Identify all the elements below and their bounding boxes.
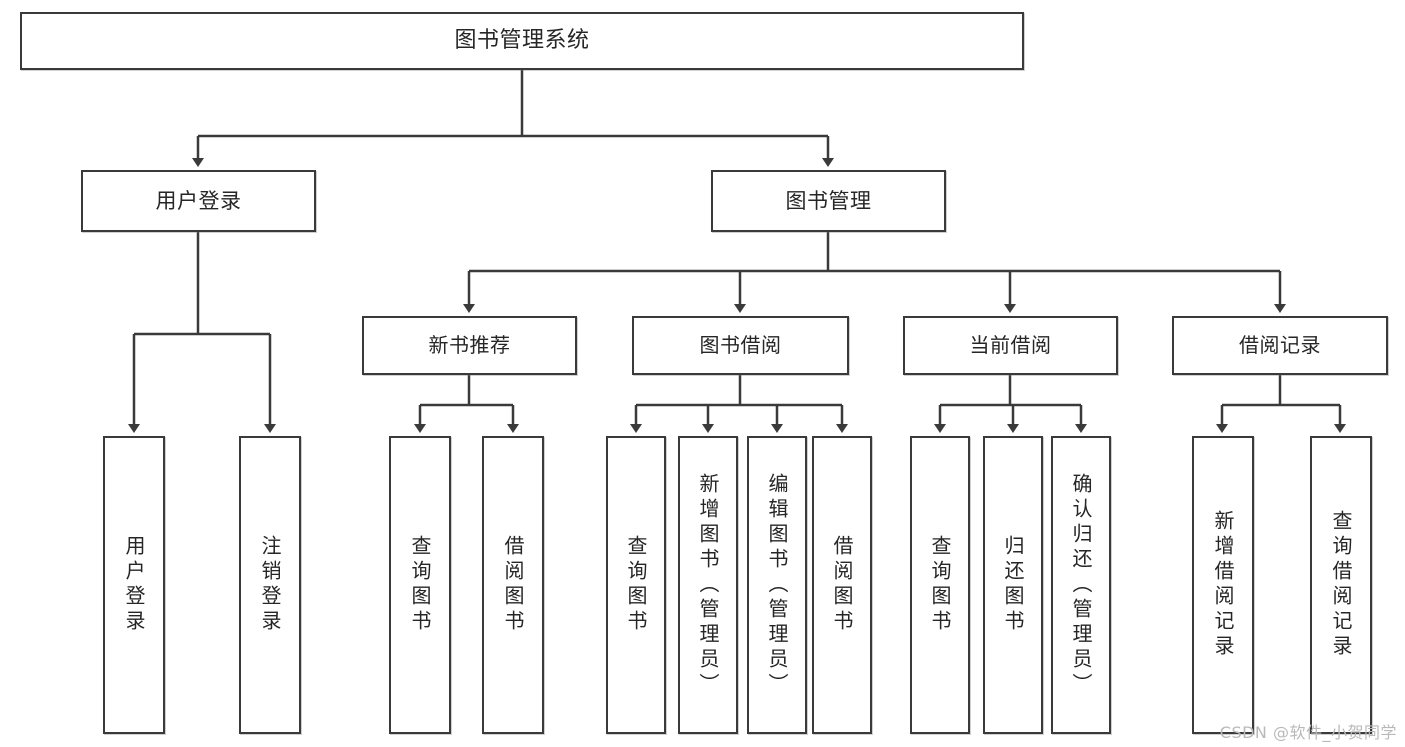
node-book-borrow-label: 图书借阅 [699, 333, 782, 357]
leaf-add-record[interactable]: 新增借阅记录 [1192, 436, 1254, 734]
node-root[interactable]: 图书管理系统 [20, 12, 1024, 70]
leaf-query-book-2-label: 查询图书 [624, 535, 648, 635]
node-borrow-record[interactable]: 借阅记录 [1172, 316, 1388, 375]
leaf-query-book-2[interactable]: 查询图书 [606, 436, 666, 734]
leaf-user-logout[interactable]: 注销登录 [239, 436, 301, 734]
leaf-edit-book-label: 编辑图书（管理员） [765, 472, 789, 698]
node-new-book-recommend-label: 新书推荐 [428, 333, 511, 357]
leaf-return-book-label: 归还图书 [1001, 535, 1025, 635]
node-book-manage-label: 图书管理 [785, 188, 872, 213]
csdn-watermark: CSDN @软件_小贺同学 [1219, 723, 1397, 742]
node-current-borrow[interactable]: 当前借阅 [903, 316, 1118, 375]
leaf-borrow-book-1-label: 借阅图书 [501, 535, 525, 635]
leaf-borrow-book-1[interactable]: 借阅图书 [482, 436, 544, 734]
leaf-borrow-book-2[interactable]: 借阅图书 [812, 436, 872, 734]
leaf-confirm-return[interactable]: 确认归还（管理员） [1051, 436, 1111, 734]
node-current-borrow-label: 当前借阅 [969, 333, 1052, 357]
node-user-login[interactable]: 用户登录 [81, 170, 316, 232]
leaf-query-book-3-label: 查询图书 [928, 535, 952, 635]
leaf-query-book-3[interactable]: 查询图书 [910, 436, 970, 734]
node-user-login-label: 用户登录 [155, 188, 242, 213]
node-new-book-recommend[interactable]: 新书推荐 [362, 316, 577, 375]
leaf-query-record[interactable]: 查询借阅记录 [1310, 436, 1372, 734]
leaf-return-book[interactable]: 归还图书 [983, 436, 1043, 734]
leaf-add-record-label: 新增借阅记录 [1211, 510, 1235, 660]
leaf-query-book-1[interactable]: 查询图书 [389, 436, 451, 734]
leaf-query-book-1-label: 查询图书 [408, 535, 432, 635]
leaf-confirm-return-label: 确认归还（管理员） [1069, 472, 1093, 698]
leaf-query-record-label: 查询借阅记录 [1329, 510, 1353, 660]
node-root-label: 图书管理系统 [454, 28, 590, 54]
leaf-user-login-label: 用户登录 [122, 535, 146, 635]
leaf-add-book[interactable]: 新增图书（管理员） [678, 436, 738, 734]
leaf-add-book-label: 新增图书（管理员） [696, 472, 720, 698]
node-borrow-record-label: 借阅记录 [1239, 333, 1321, 357]
leaf-user-login[interactable]: 用户登录 [103, 436, 165, 734]
leaf-borrow-book-2-label: 借阅图书 [830, 535, 854, 635]
node-book-manage[interactable]: 图书管理 [711, 170, 946, 232]
leaf-user-logout-label: 注销登录 [258, 535, 282, 635]
node-book-borrow[interactable]: 图书借阅 [632, 316, 849, 375]
leaf-edit-book[interactable]: 编辑图书（管理员） [747, 436, 807, 734]
